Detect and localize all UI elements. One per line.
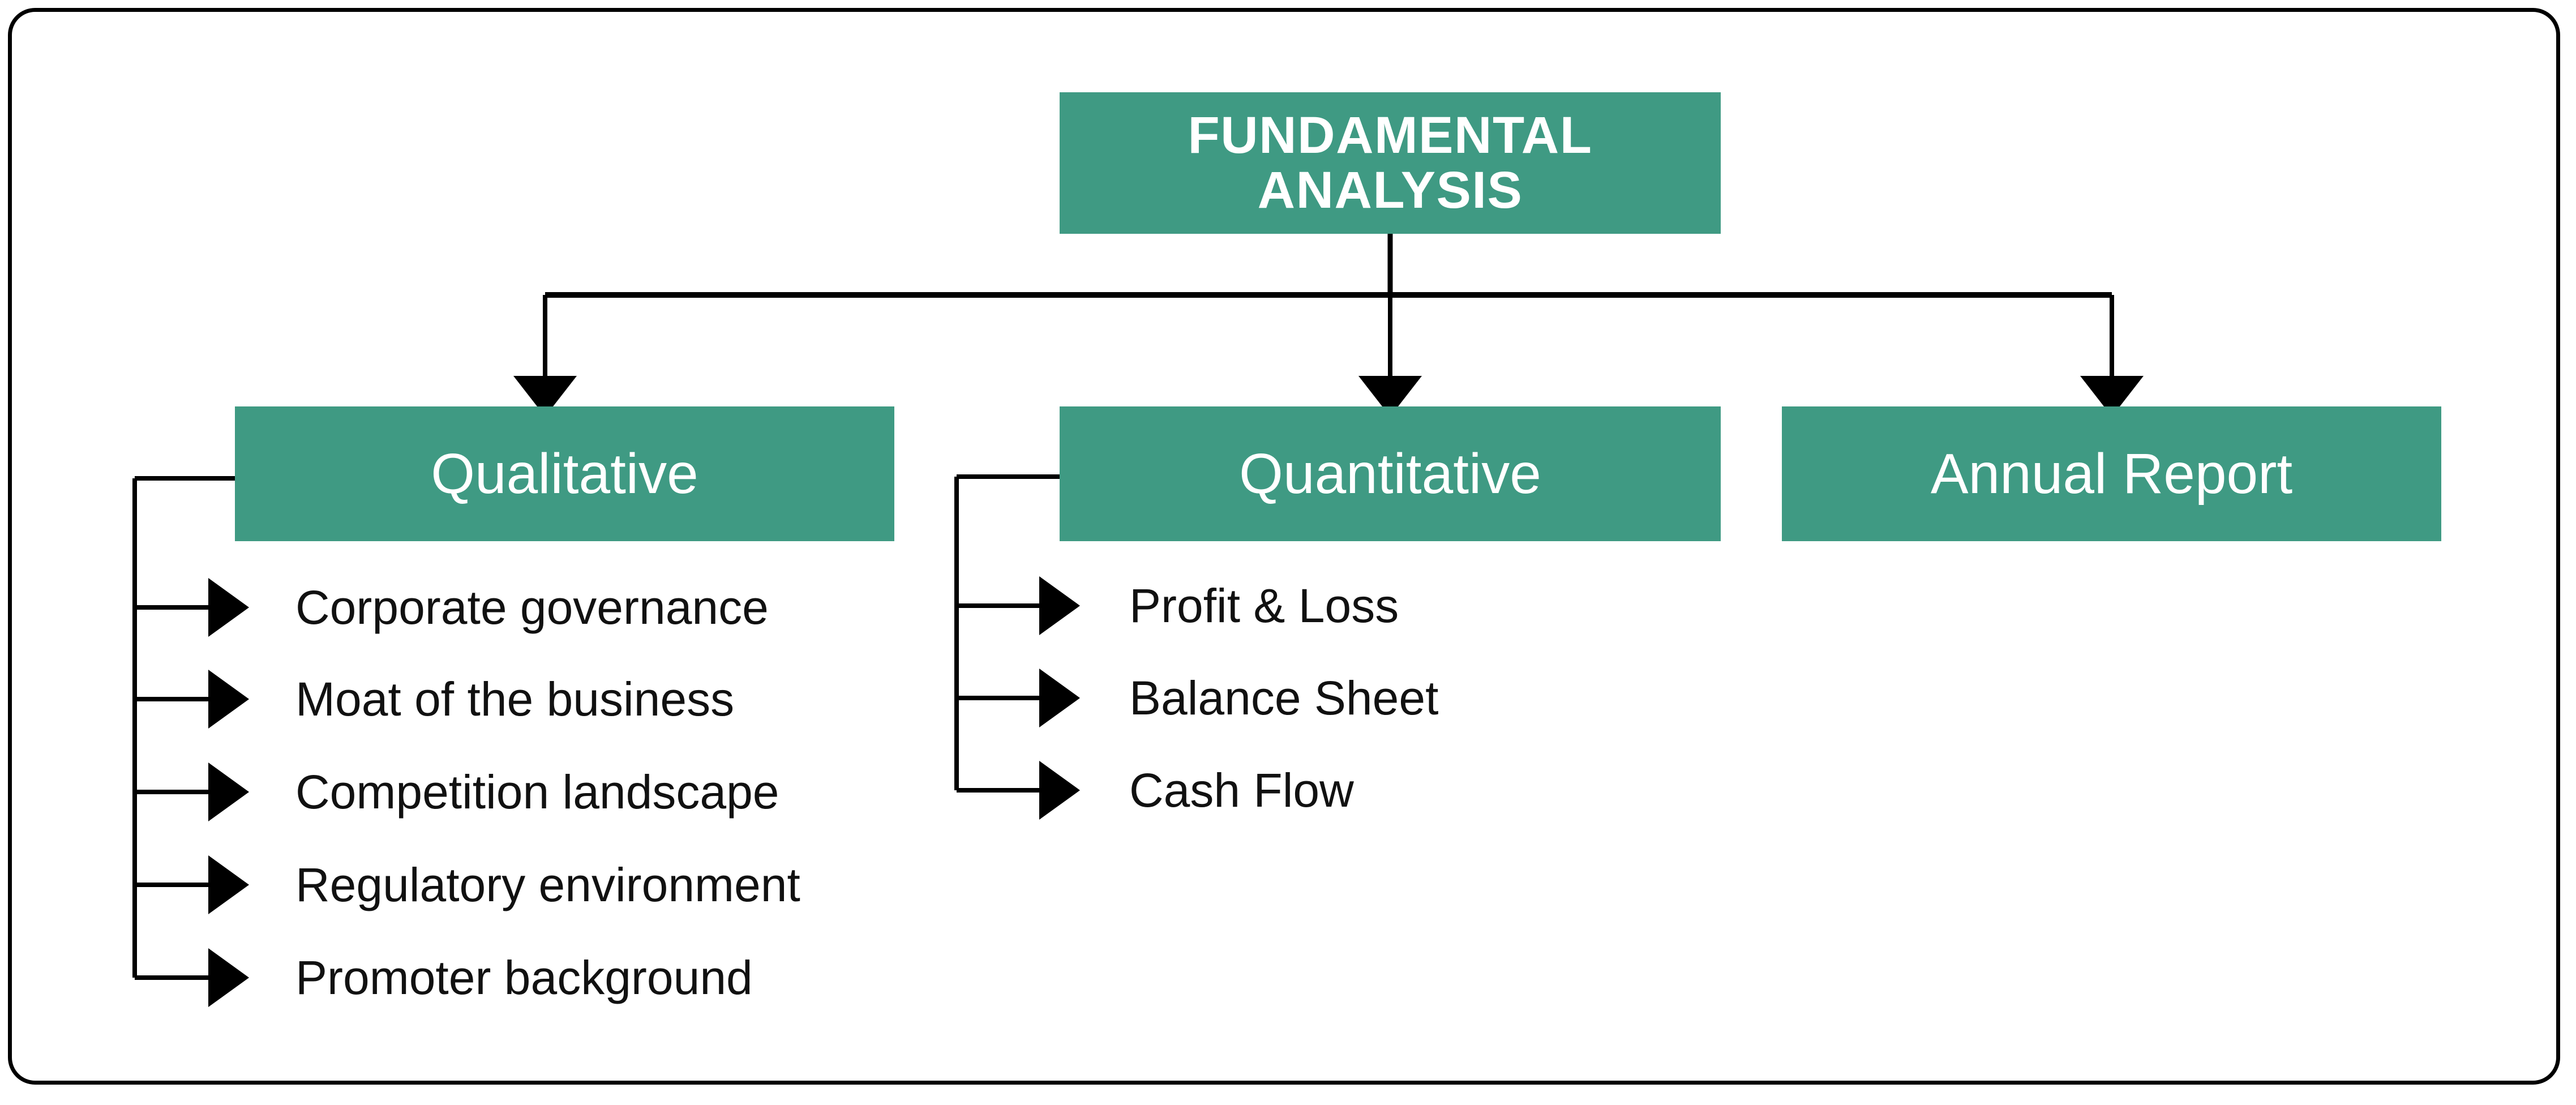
leaf-qualitative-promoter-background[interactable]: Promoter background bbox=[295, 951, 753, 1004]
node-quantitative[interactable]: Quantitative bbox=[1060, 406, 1721, 541]
leaf-quantitative-balance-sheet[interactable]: Balance Sheet bbox=[1129, 671, 1439, 725]
leaf-qualitative-regulatory-environment[interactable]: Regulatory environment bbox=[295, 858, 800, 911]
outer-frame-border bbox=[8, 8, 2560, 1085]
node-fundamental-analysis[interactable]: FUNDAMENTAL ANALYSIS bbox=[1060, 92, 1721, 234]
leaf-qualitative-corporate-governance[interactable]: Corporate governance bbox=[295, 581, 769, 634]
leaf-qualitative-moat-of-the-business[interactable]: Moat of the business bbox=[295, 673, 735, 726]
leaf-quantitative-cash-flow[interactable]: Cash Flow bbox=[1129, 764, 1354, 817]
node-annual-report[interactable]: Annual Report bbox=[1782, 406, 2441, 541]
leaf-qualitative-competition-landscape[interactable]: Competition landscape bbox=[295, 765, 779, 819]
leaf-quantitative-profit-and-loss[interactable]: Profit & Loss bbox=[1129, 579, 1399, 632]
node-qualitative[interactable]: Qualitative bbox=[235, 406, 894, 541]
